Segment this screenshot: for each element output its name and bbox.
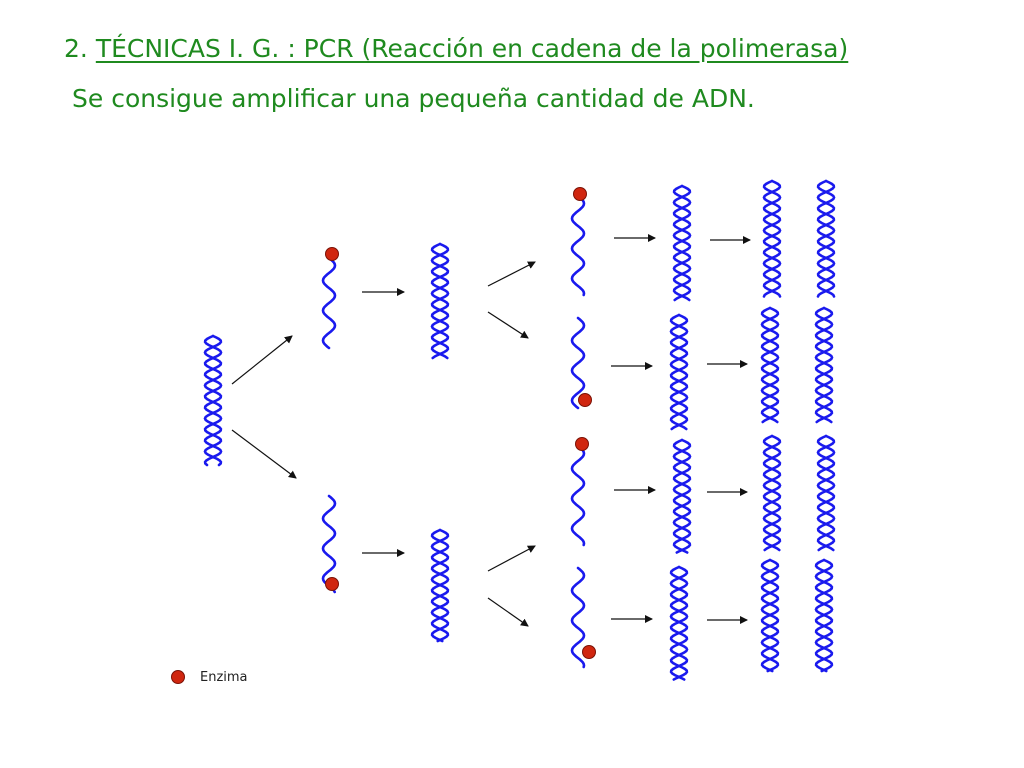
dna-copy-2c [672, 438, 692, 554]
dna-strand [814, 306, 834, 424]
dna-strand [762, 179, 782, 298]
page-subtitle: Se consigue amplificar una pequeña canti… [72, 84, 755, 113]
single-strand-2b [570, 316, 592, 410]
dna-original [203, 334, 223, 467]
dna-strand [814, 306, 834, 424]
dna-copy-2b [669, 313, 689, 431]
dna-strand [762, 434, 782, 552]
single-strand-2c [570, 437, 589, 547]
dna-strand [672, 184, 692, 302]
dna-strand [672, 438, 692, 554]
page-title: 2. TÉCNICAS I. G. : PCR (Reacción en cad… [64, 34, 848, 63]
dna-strand [816, 179, 836, 298]
enzyme-dot [582, 645, 596, 659]
dna-copy-1a [430, 242, 450, 360]
dna-strand [430, 242, 450, 360]
single-strand-2d [570, 566, 596, 669]
dna-final-row-3 [762, 434, 836, 552]
dna-strand [760, 306, 780, 424]
dna-single-strand [570, 444, 586, 547]
legend-label: Enzima [200, 670, 248, 685]
dna-strand [669, 565, 689, 681]
dna-strand [816, 434, 836, 552]
dna-copy-2d [669, 565, 689, 681]
single-strand-1b [321, 494, 339, 594]
arrow [487, 261, 536, 287]
dna-single-strand [321, 494, 337, 594]
dna-strand [814, 558, 834, 673]
dna-copy-1b [430, 528, 450, 643]
dna-strand [762, 179, 782, 298]
dna-final-row-4 [760, 558, 834, 673]
dna-single-strand [321, 256, 337, 350]
dna-single-strand [570, 194, 586, 297]
enzyme-dot [325, 577, 339, 591]
arrow [487, 311, 529, 339]
dna-single-strand [570, 566, 586, 669]
arrow [231, 335, 293, 385]
dna-strand [760, 306, 780, 424]
dna-strand [760, 558, 780, 673]
dna-strand [672, 438, 692, 554]
dna-copy-2a [672, 184, 692, 302]
dna-strand [669, 313, 689, 431]
dna-strand [816, 179, 836, 298]
dna-strand [669, 313, 689, 431]
dna-single-strand [570, 316, 586, 410]
enzyme-dot [578, 393, 592, 407]
single-strand-2a [570, 187, 587, 297]
dna-final-row-1 [762, 179, 836, 298]
dna-strand [672, 184, 692, 302]
dna-strand [816, 434, 836, 552]
dna-strand [669, 565, 689, 681]
arrow [487, 545, 536, 572]
arrow [487, 597, 529, 627]
dna-strand [430, 242, 450, 360]
enzyme-dot [573, 187, 587, 201]
legend-enzyme-icon [171, 670, 185, 684]
process-arrows [231, 234, 751, 627]
dna-strand [430, 528, 450, 643]
dna-final-row-2 [760, 306, 834, 424]
enzyme-dot [575, 437, 589, 451]
title-number: 2. [64, 34, 88, 63]
dna-strand [203, 334, 223, 467]
single-strand-1a [321, 247, 339, 350]
title-text: TÉCNICAS I. G. : PCR (Reacción en cadena… [95, 34, 849, 63]
dna-strand [762, 434, 782, 552]
arrow [231, 429, 297, 479]
enzyme-dot [325, 247, 339, 261]
